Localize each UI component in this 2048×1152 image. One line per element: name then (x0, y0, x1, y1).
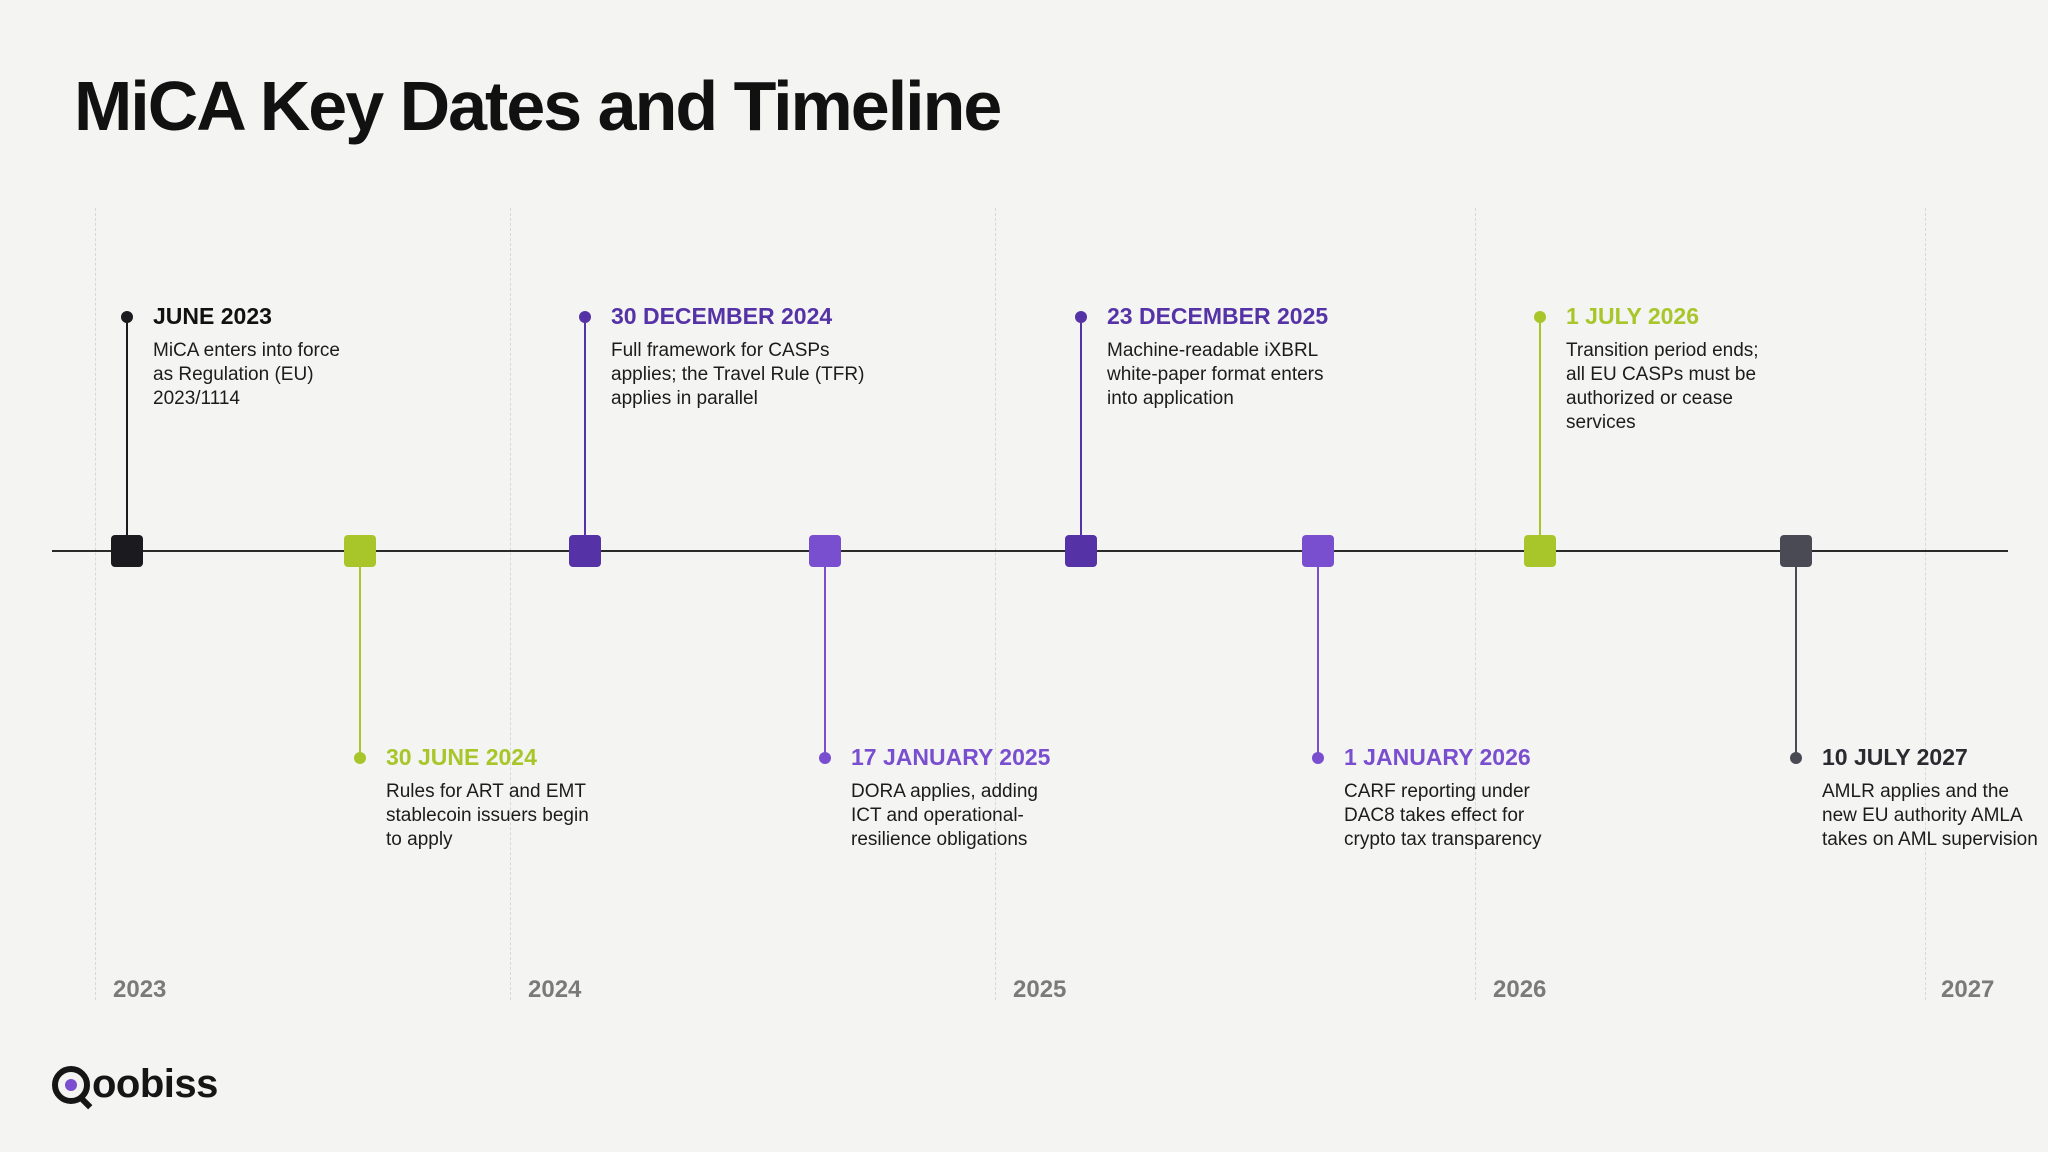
event-marker (1524, 535, 1556, 567)
event-description-line: new EU authority AMLA (1822, 805, 2023, 826)
event-date: 30 DECEMBER 2024 (611, 303, 833, 329)
event-description-line: applies; the Travel Rule (TFR) (611, 364, 865, 385)
event-description-line: services (1566, 412, 1636, 433)
event-stem (584, 317, 586, 551)
event-description: Machine-readable iXBRL white-paper format… (1107, 339, 1324, 411)
event-description-line: DAC8 takes effect for (1344, 805, 1525, 826)
event-description-line: to apply (386, 829, 453, 850)
event-description-line: as Regulation (EU) (153, 364, 314, 385)
event-description-line: Rules for ART and EMT (386, 781, 586, 802)
year-gridline (95, 208, 96, 1000)
event-description-line: CARF reporting under (1344, 781, 1530, 802)
year-gridline (1925, 208, 1926, 1000)
event-dot (1790, 752, 1802, 764)
event-stem (359, 551, 361, 758)
event-stem (1795, 551, 1797, 758)
event-marker (344, 535, 376, 567)
page-title: MiCA Key Dates and Timeline (74, 67, 1002, 145)
event-date: 30 JUNE 2024 (386, 744, 537, 770)
event-date: 1 JANUARY 2026 (1344, 744, 1531, 770)
event-stem (1539, 317, 1541, 551)
event-stem (126, 317, 128, 551)
event-date: 17 JANUARY 2025 (851, 744, 1051, 770)
year-label: 2026 (1493, 976, 1547, 1003)
event-date: 10 JULY 2027 (1822, 744, 1968, 770)
event-description: Transition period ends; all EU CASPs must… (1566, 339, 1759, 435)
event-description-line: all EU CASPs must be (1566, 364, 1757, 385)
event-description-line: Transition period ends; (1566, 340, 1759, 361)
event-description-line: AMLR applies and the (1822, 781, 2009, 802)
year-label: 2027 (1941, 976, 1995, 1003)
event-marker (1780, 535, 1812, 567)
event-description-line: into application (1107, 388, 1234, 409)
event-marker (569, 535, 601, 567)
event-description-line: authorized or cease (1566, 388, 1733, 409)
event-dot (819, 752, 831, 764)
event-dot (579, 311, 591, 323)
year-label: 2023 (113, 976, 167, 1003)
event-description-line: DORA applies, adding (851, 781, 1038, 802)
event-description-line: ICT and operational- (851, 805, 1024, 826)
event-description: Full framework for CASPs applies; the Tra… (611, 339, 864, 411)
event-description-line: 2023/1114 (153, 388, 240, 409)
event-description-line: takes on AML supervision (1822, 829, 2038, 850)
event-description-line: resilience obligations (851, 829, 1028, 850)
event-dot (1312, 752, 1324, 764)
year-gridline (1475, 208, 1476, 1000)
event-description-line: Full framework for CASPs (611, 340, 830, 361)
event-date: JUNE 2023 (153, 303, 272, 329)
event-stem (1317, 551, 1319, 758)
event-description: MiCA enters into force as Regulation (EU)… (153, 339, 340, 411)
event-description-line: Machine-readable iXBRL (1107, 340, 1319, 361)
event-date: 1 JULY 2026 (1566, 303, 1700, 329)
event-description: AMLR applies and the new EU authority AML… (1822, 780, 2038, 852)
timeline-axis (52, 550, 2008, 552)
event-dot (354, 752, 366, 764)
year-label: 2025 (1013, 976, 1067, 1003)
logo-text: oobiss (92, 1062, 218, 1106)
event-marker (809, 535, 841, 567)
event-description-line: applies in parallel (611, 388, 758, 409)
event-stem (1080, 317, 1082, 551)
year-label: 2024 (528, 976, 582, 1003)
event-description-line: MiCA enters into force (153, 340, 340, 361)
event-marker (1065, 535, 1097, 567)
year-gridline (995, 208, 996, 1000)
event-description-line: crypto tax transparency (1344, 829, 1542, 850)
event-date: 23 DECEMBER 2025 (1107, 303, 1329, 329)
year-gridline (510, 208, 511, 1000)
event-description-line: white-paper format enters (1107, 364, 1324, 385)
logo-icon (52, 1065, 90, 1104)
event-description: Rules for ART and EMT stablecoin issuers … (386, 780, 589, 852)
brand-logo: oobiss (52, 1062, 218, 1107)
event-marker (111, 535, 143, 567)
event-marker (1302, 535, 1334, 567)
event-dot (121, 311, 133, 323)
event-dot (1534, 311, 1546, 323)
event-stem (824, 551, 826, 758)
event-dot (1075, 311, 1087, 323)
event-description-line: stablecoin issuers begin (386, 805, 589, 826)
